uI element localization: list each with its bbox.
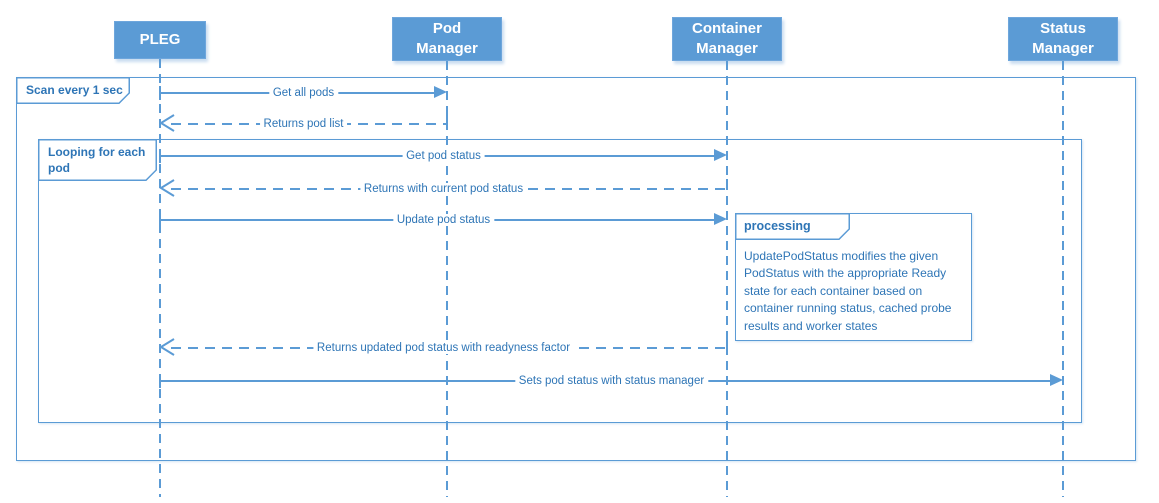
activation-tick-6 — [159, 374, 161, 388]
actor-label: Pod Manager — [416, 19, 478, 57]
activation-tick-3 — [726, 179, 728, 189]
activation-tick-0 — [159, 86, 161, 100]
activation-tick-2 — [159, 149, 161, 163]
note-processing: UpdatePodStatus modifies the given PodSt… — [734, 212, 972, 341]
message-label-2: Get pod status — [402, 150, 485, 162]
filled-arrowhead-6 — [1050, 374, 1063, 386]
frame-tab — [15, 76, 130, 104]
filled-arrowhead-0 — [434, 86, 447, 98]
actor-status-manager-box: Status Manager — [1008, 17, 1118, 61]
message-label-1: Returns pod list — [259, 118, 348, 130]
note-body: UpdatePodStatus modifies the given PodSt… — [744, 249, 952, 333]
actor-label: Container Manager — [691, 19, 762, 57]
message-label-0: Get all pods — [268, 87, 339, 99]
lifeline-pod-manager — [446, 61, 448, 497]
frame-label: Scan every 1 sec — [26, 83, 123, 97]
lifeline-status-manager — [1062, 61, 1064, 497]
open-arrowhead-3 — [159, 179, 175, 197]
activation-tick-4 — [159, 213, 161, 227]
actor-pod-manager-box: Pod Manager — [392, 17, 502, 61]
actor-container-manager-box: Container Manager — [672, 17, 782, 61]
open-arrowhead-1 — [159, 114, 175, 132]
note-title: processing — [744, 219, 811, 233]
frame-looping-for-each-pod: Looping for each pod — [37, 138, 1082, 423]
message-label-3: Returns with current pod status — [359, 183, 528, 195]
message-label-6: Sets pod status with status manager — [514, 375, 709, 387]
actor-label: PLEG — [139, 30, 181, 48]
filled-arrowhead-2 — [714, 149, 727, 161]
actor-label: Status Manager — [1032, 19, 1094, 57]
activation-tick-1 — [446, 114, 448, 124]
message-label-5: Returns updated pod status with readynes… — [312, 342, 575, 354]
filled-arrowhead-4 — [714, 213, 727, 225]
activation-tick-5 — [726, 338, 728, 348]
note-tab — [734, 212, 850, 240]
lifeline-pleg — [159, 59, 161, 497]
message-label-4: Update pod status — [392, 214, 495, 226]
open-arrowhead-5 — [159, 338, 175, 356]
frame-scan-every-1-sec: Scan every 1 sec — [15, 76, 1136, 461]
lifeline-container-manager — [726, 61, 728, 497]
actor-pleg-box: PLEG — [114, 21, 206, 59]
frame-tab — [37, 138, 157, 181]
frame-label: Looping for each pod — [48, 145, 146, 175]
